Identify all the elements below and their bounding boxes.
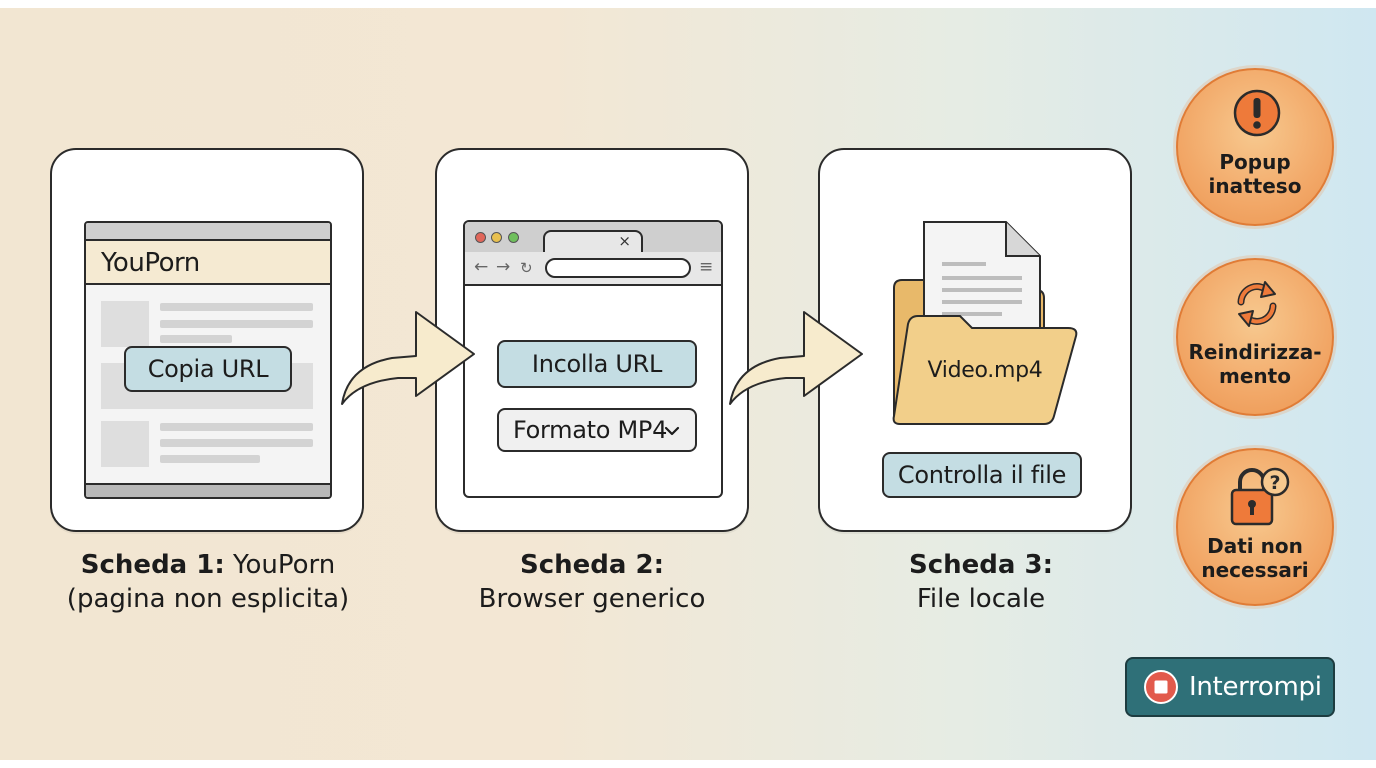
minimize-dot-icon (491, 232, 502, 243)
thumbnail-placeholder (101, 421, 149, 467)
step-caption-1: Scheda 1: YouPorn (pagina non esplicita) (8, 548, 408, 616)
page-bottombar (86, 483, 330, 497)
step-card-2: × ← → ↻ ≡ Incolla URL Formato MP4 (435, 148, 749, 532)
thumbnail-placeholder (101, 301, 149, 347)
step-card-3: Video.mp4 Controlla il file (818, 148, 1132, 532)
stop-icon (1144, 670, 1178, 704)
warning-popup: Popup inatteso (1176, 68, 1334, 226)
menu-icon[interactable]: ≡ (699, 257, 714, 277)
browser-navbar: ← → ↻ ≡ (465, 252, 721, 286)
caption-line2: Browser generico (478, 584, 706, 614)
site-header: YouPorn (86, 241, 330, 285)
caption-bold: Scheda 2: (520, 550, 664, 580)
file-name-label: Video.mp4 (927, 358, 1043, 383)
back-arrow-icon[interactable]: ← (474, 257, 489, 277)
exclamation-icon (1233, 89, 1281, 137)
text-line-placeholder (160, 303, 313, 311)
flow-arrow-2 (729, 311, 863, 405)
tab-close-icon[interactable]: × (618, 232, 631, 250)
caption-bold: Scheda 3: (909, 550, 1053, 580)
step-caption-3: Scheda 3: File locale (781, 548, 1181, 616)
chevron-down-icon (663, 418, 681, 446)
paste-url-button[interactable]: Incolla URL (497, 340, 697, 388)
stop-button[interactable]: Interrompi (1125, 657, 1335, 717)
text-line-placeholder (160, 423, 313, 431)
maximize-dot-icon (508, 232, 519, 243)
warning-label-line1: Popup (1219, 150, 1291, 174)
text-line-placeholder (160, 439, 313, 447)
folder-document-icon (892, 221, 1078, 425)
warning-label-line2: necessari (1201, 558, 1309, 582)
browser-tab[interactable]: × (543, 230, 643, 254)
page-topbar (86, 223, 330, 241)
step-card-1: YouPorn Copia URL (50, 148, 364, 532)
caption-bold: Scheda 1: (80, 550, 225, 580)
warning-label-line1: Dati non (1207, 534, 1303, 558)
address-bar[interactable] (545, 258, 691, 278)
text-line-placeholder (160, 320, 313, 328)
svg-text:?: ? (1269, 472, 1280, 494)
caption-line2: (pagina non esplicita) (66, 584, 350, 614)
warning-label-line2: mento (1219, 364, 1291, 388)
stop-button-label: Interrompi (1189, 672, 1322, 702)
step-caption-2: Scheda 2: Browser generico (392, 548, 792, 616)
warning-redirect: Reindirizza- mento (1176, 258, 1334, 416)
caption-line2: File locale (916, 584, 1046, 614)
text-line-placeholder (160, 455, 260, 463)
flow-arrow-1 (341, 311, 475, 405)
browser-tabbar: × (465, 222, 721, 254)
lock-question-icon: ? (1230, 467, 1290, 526)
warning-data: ? Dati non necessari (1176, 448, 1334, 606)
check-file-button[interactable]: Controlla il file (882, 452, 1082, 498)
caption-rest: YouPorn (233, 550, 336, 580)
warning-label-line1: Reindirizza- (1188, 340, 1322, 364)
reload-icon[interactable]: ↻ (520, 259, 533, 277)
format-select-value: Formato MP4 (513, 416, 668, 444)
format-select[interactable]: Formato MP4 (497, 408, 697, 452)
copy-url-button[interactable]: Copia URL (124, 346, 292, 392)
close-dot-icon (475, 232, 486, 243)
warning-label-line2: inatteso (1208, 174, 1302, 198)
forward-arrow-icon[interactable]: → (496, 257, 511, 277)
text-line-placeholder (160, 335, 232, 343)
refresh-arrows-icon (1237, 281, 1277, 327)
